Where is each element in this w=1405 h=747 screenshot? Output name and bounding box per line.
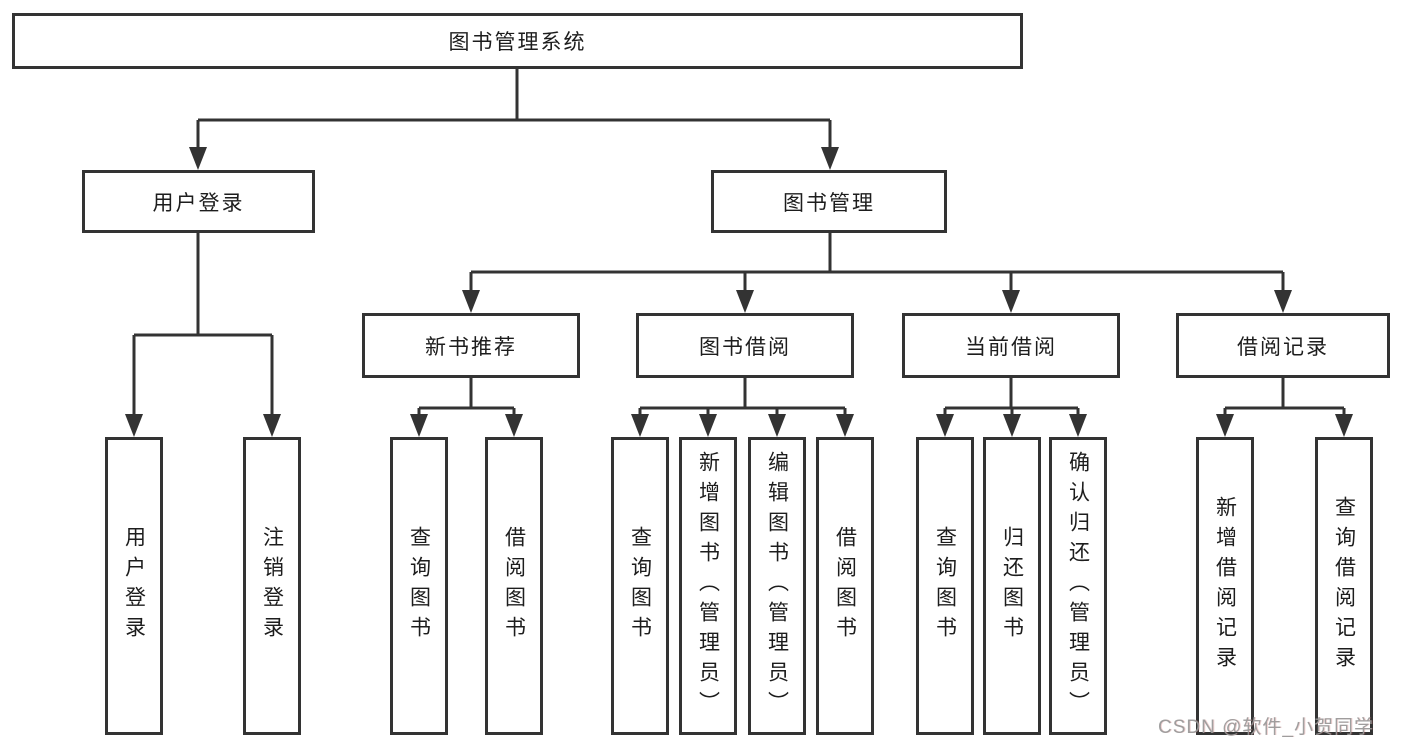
arrowhead: [125, 414, 143, 437]
arrowhead: [936, 414, 954, 437]
arrowhead: [768, 414, 786, 437]
arrowhead: [1274, 290, 1292, 313]
node-label: 新书推荐: [425, 335, 517, 359]
leaf-borrow-borrow-books: 借阅图书: [816, 437, 874, 735]
arrowhead: [836, 414, 854, 437]
arrowhead: [1003, 414, 1021, 437]
arrowhead: [1002, 290, 1020, 313]
node-label: 新增借阅记录: [1213, 496, 1237, 676]
arrowhead: [1069, 414, 1087, 437]
arrowhead: [189, 147, 207, 170]
node-new-book-recommend: 新书推荐: [362, 313, 580, 378]
arrowhead: [631, 414, 649, 437]
node-label: 图书管理: [783, 191, 875, 215]
connector-records-branch: [1223, 378, 1346, 416]
leaf-borrow-add-books-admin: 新增图书（管理员）: [679, 437, 737, 735]
node-label: 借阅记录: [1237, 335, 1329, 359]
leaf-current-confirm-return-admin: 确认归还（管理员）: [1049, 437, 1107, 735]
node-borrow-records: 借阅记录: [1176, 313, 1390, 378]
node-user-login: 用户登录: [82, 170, 315, 233]
connector-borrow-branch: [638, 378, 847, 416]
connector-root-to-level2: [196, 68, 832, 150]
arrowhead: [699, 414, 717, 437]
leaf-current-return-books: 归还图书: [983, 437, 1041, 735]
leaf-current-query-books: 查询图书: [916, 437, 974, 735]
node-label: 查询图书: [933, 526, 957, 646]
arrowhead: [1335, 414, 1353, 437]
leaf-records-add-record: 新增借阅记录: [1196, 437, 1254, 735]
leaf-logout: 注销登录: [243, 437, 301, 735]
node-label: 新增图书（管理员）: [696, 451, 720, 721]
arrowhead: [462, 290, 480, 313]
node-label: 编辑图书（管理员）: [765, 451, 789, 721]
node-label: 注销登录: [260, 526, 284, 646]
leaf-user-login: 用户登录: [105, 437, 163, 735]
arrowhead: [263, 414, 281, 437]
arrowhead: [1216, 414, 1234, 437]
node-label: 查询图书: [628, 526, 652, 646]
node-label: 当前借阅: [965, 335, 1057, 359]
leaf-borrow-edit-books-admin: 编辑图书（管理员）: [748, 437, 806, 735]
csdn-watermark: CSDN @软件_小贺同学: [1158, 717, 1374, 738]
arrowhead: [821, 147, 839, 170]
node-label: 归还图书: [1000, 526, 1024, 646]
node-label: 借阅图书: [833, 526, 857, 646]
arrowhead: [505, 414, 523, 437]
leaf-records-query-record: 查询借阅记录: [1315, 437, 1373, 735]
node-library-management-system: 图书管理系统: [12, 13, 1023, 69]
node-label: 用户登录: [122, 526, 146, 646]
leaf-recommend-query-books: 查询图书: [390, 437, 448, 735]
leaf-borrow-query-books: 查询图书: [611, 437, 669, 735]
node-label: 查询图书: [407, 526, 431, 646]
node-label: 借阅图书: [502, 526, 526, 646]
node-label: 用户登录: [152, 191, 245, 215]
connector-user-login-branch: [132, 233, 274, 416]
node-label: 确认归还（管理员）: [1066, 451, 1090, 721]
node-current-borrow: 当前借阅: [902, 313, 1120, 378]
connector-current-branch: [943, 378, 1080, 416]
arrowhead: [736, 290, 754, 313]
node-book-management: 图书管理: [711, 170, 947, 233]
leaf-recommend-borrow-books: 借阅图书: [485, 437, 543, 735]
node-book-borrow: 图书借阅: [636, 313, 854, 378]
connector-book-management-branch: [469, 233, 1285, 292]
node-label: 图书借阅: [699, 335, 791, 359]
arrowhead: [410, 414, 428, 437]
node-label: 查询借阅记录: [1332, 496, 1356, 676]
connector-recommend-branch: [417, 378, 516, 416]
node-label: 图书管理系统: [448, 31, 587, 54]
